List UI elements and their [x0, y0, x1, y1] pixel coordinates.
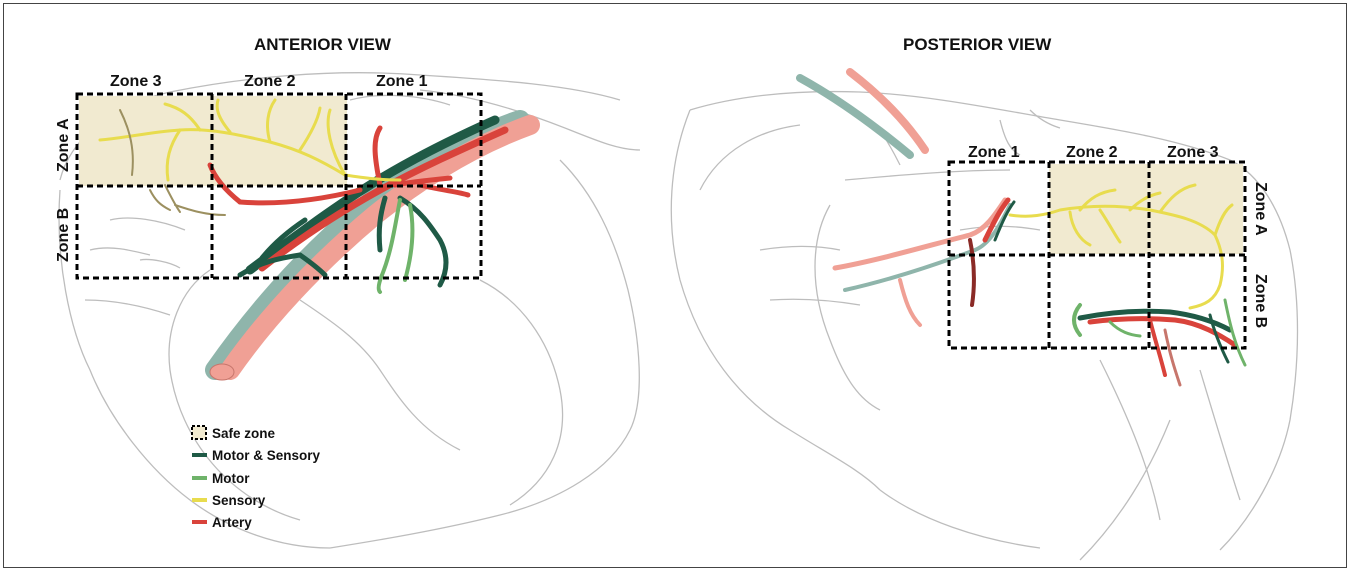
legend: Safe zone Motor & Sensory Motor Sensory … — [192, 426, 321, 530]
posterior-view: POSTERIOR VIEW Zone 1 Zone 2 Zone 3 Zone… — [671, 35, 1297, 560]
anterior-zone-label-top-3: Zone 1 — [376, 73, 428, 90]
posterior-zone-label-top-3: Zone 3 — [1167, 144, 1219, 161]
legend-label-motor-sensory: Motor & Sensory — [212, 448, 321, 463]
anterior-zone-label-side-a: Zone A — [55, 118, 72, 172]
legend-label-sensory: Sensory — [212, 493, 266, 508]
posterior-upper-vessels — [800, 72, 925, 155]
legend-item-sensory: Sensory — [192, 493, 266, 508]
posterior-zone-label-side-b: Zone B — [1252, 274, 1269, 328]
posterior-zone-label-side-a: Zone A — [1252, 182, 1269, 236]
posterior-zone-label-top-2: Zone 2 — [1066, 144, 1118, 161]
posterior-zone1-vessels — [835, 200, 1014, 325]
anterior-vessel-end — [210, 364, 234, 380]
legend-item-artery: Artery — [192, 515, 252, 530]
anterior-zone-label-side-b: Zone B — [55, 208, 72, 262]
posterior-title: POSTERIOR VIEW — [903, 35, 1052, 54]
legend-item-motor: Motor — [192, 471, 250, 486]
legend-item-safe-zone: Safe zone — [192, 426, 276, 441]
posterior-zone-label-top-1: Zone 1 — [968, 144, 1020, 161]
anterior-view: ANTERIOR VIEW Zone 3 Zone 2 Zone 1 Zone … — [55, 35, 640, 548]
legend-label-artery: Artery — [212, 515, 252, 530]
anterior-zone-label-top-1: Zone 3 — [110, 73, 162, 90]
legend-label-safe-zone: Safe zone — [212, 426, 276, 441]
posterior-lower-vessels — [1074, 300, 1245, 385]
legend-label-motor: Motor — [212, 471, 250, 486]
legend-item-motor-sensory: Motor & Sensory — [192, 448, 321, 463]
anterior-title: ANTERIOR VIEW — [254, 35, 392, 54]
anterior-zone-label-top-2: Zone 2 — [244, 73, 296, 90]
